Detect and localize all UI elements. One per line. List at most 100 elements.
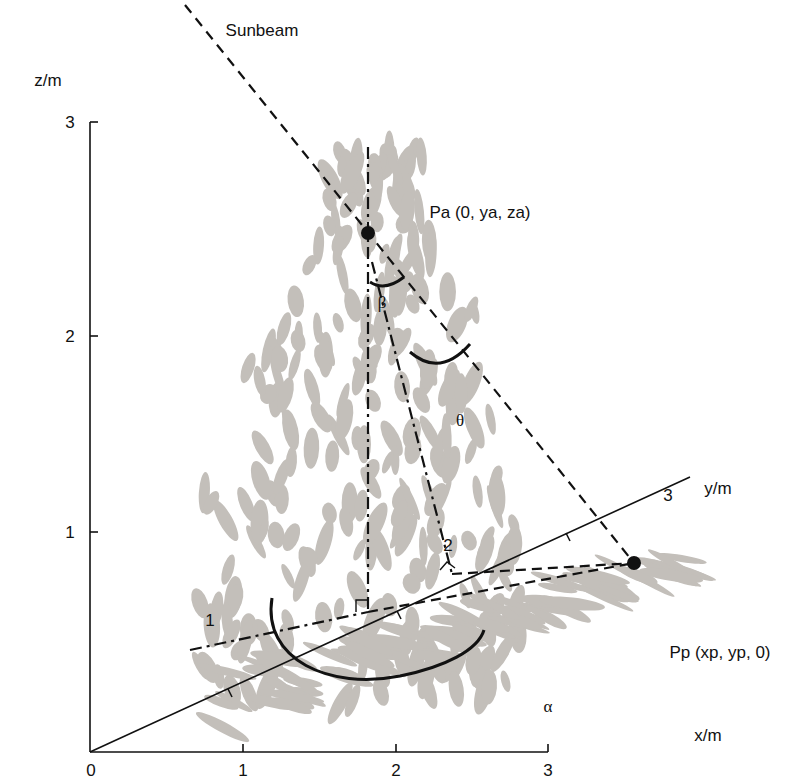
leaf bbox=[219, 553, 238, 586]
beta-arc bbox=[370, 277, 404, 286]
leaf bbox=[358, 499, 392, 547]
normal-line bbox=[372, 262, 452, 574]
tick-label: 0 bbox=[86, 762, 95, 779]
leaf bbox=[415, 137, 428, 176]
y-axis bbox=[90, 477, 690, 752]
axes bbox=[90, 122, 690, 752]
leaf bbox=[320, 187, 339, 213]
leaf bbox=[279, 408, 302, 452]
tick-label: 2 bbox=[443, 537, 452, 554]
leaf bbox=[297, 544, 321, 570]
leaf bbox=[341, 150, 368, 193]
leaf bbox=[237, 351, 258, 385]
point-label: Pa (0, ya, za) bbox=[429, 204, 530, 221]
leaf bbox=[303, 427, 320, 469]
leaf bbox=[342, 682, 364, 718]
leaf bbox=[458, 528, 479, 553]
leaf bbox=[483, 403, 498, 436]
leaf bbox=[284, 446, 298, 477]
tick-label: 2 bbox=[391, 762, 400, 779]
leaf bbox=[506, 513, 522, 535]
leaf bbox=[313, 601, 334, 633]
leaf bbox=[638, 565, 704, 586]
leaf bbox=[200, 488, 223, 517]
vertical-projection bbox=[367, 147, 369, 612]
leaf bbox=[300, 253, 320, 278]
leaf bbox=[424, 229, 437, 277]
tick-label: 1 bbox=[238, 762, 247, 779]
leaf bbox=[249, 499, 269, 545]
leaf bbox=[422, 551, 443, 591]
leaf bbox=[386, 338, 402, 367]
tick-label: 1 bbox=[205, 612, 214, 629]
axis-title: z/m bbox=[34, 72, 61, 89]
leaf bbox=[446, 670, 466, 708]
point-pp bbox=[627, 556, 641, 570]
leaf bbox=[203, 692, 240, 713]
leaf bbox=[385, 153, 406, 187]
leaf bbox=[279, 521, 304, 554]
tick-label: 2 bbox=[65, 328, 74, 345]
theta-arc bbox=[410, 344, 470, 363]
tick-label: 3 bbox=[663, 487, 672, 504]
leaf bbox=[286, 348, 303, 381]
ground-projection bbox=[368, 563, 634, 612]
leaf bbox=[331, 235, 346, 266]
leaf bbox=[362, 388, 383, 414]
leaf bbox=[441, 413, 453, 459]
construction-lines bbox=[185, 5, 634, 679]
leaf bbox=[400, 570, 424, 596]
axis-title: Sunbeam bbox=[226, 22, 299, 39]
tick-label: 1 bbox=[65, 524, 74, 541]
tick-label: 3 bbox=[543, 762, 552, 779]
leaf bbox=[274, 376, 297, 415]
leaf bbox=[383, 235, 403, 282]
angle-label: θ bbox=[456, 412, 464, 429]
leaf bbox=[331, 312, 346, 334]
leaf bbox=[274, 311, 295, 347]
leaf bbox=[489, 600, 522, 623]
leaf bbox=[412, 188, 426, 234]
alpha-arc bbox=[271, 598, 484, 679]
leaf bbox=[356, 341, 386, 378]
leaf bbox=[403, 292, 422, 315]
axis-title: x/m bbox=[694, 727, 721, 744]
leaf bbox=[471, 475, 485, 509]
leaf bbox=[455, 373, 468, 413]
axis-title: y/m bbox=[704, 480, 731, 497]
leaf bbox=[247, 427, 278, 467]
ground-projection bbox=[190, 612, 368, 650]
leaf bbox=[324, 440, 340, 472]
leaf bbox=[409, 385, 434, 416]
point-label: Pp (xp, yp, 0) bbox=[669, 644, 770, 661]
leaf bbox=[336, 189, 361, 220]
leaf bbox=[270, 694, 313, 717]
leaf bbox=[403, 231, 428, 281]
leaf bbox=[341, 287, 365, 324]
point-pa bbox=[361, 226, 375, 240]
leaf bbox=[564, 563, 631, 588]
leaf bbox=[480, 670, 499, 706]
leaf bbox=[258, 518, 270, 540]
leaf bbox=[321, 214, 338, 237]
leaf bbox=[337, 506, 355, 538]
leaf bbox=[360, 456, 383, 483]
angle-label: α bbox=[544, 698, 553, 715]
leaf bbox=[461, 295, 481, 324]
leaf bbox=[306, 399, 336, 436]
angle-label: β bbox=[378, 294, 387, 311]
leaf bbox=[380, 450, 396, 475]
leaf bbox=[537, 581, 578, 596]
leaf bbox=[320, 501, 339, 525]
leaf bbox=[337, 621, 396, 659]
leaf bbox=[471, 615, 511, 636]
leaf bbox=[247, 459, 275, 503]
leaf bbox=[312, 312, 323, 343]
tick-label: 3 bbox=[65, 114, 74, 131]
leaf bbox=[301, 367, 324, 409]
leaf bbox=[254, 653, 321, 697]
leaf bbox=[251, 365, 268, 397]
plant-silhouette bbox=[188, 130, 717, 746]
